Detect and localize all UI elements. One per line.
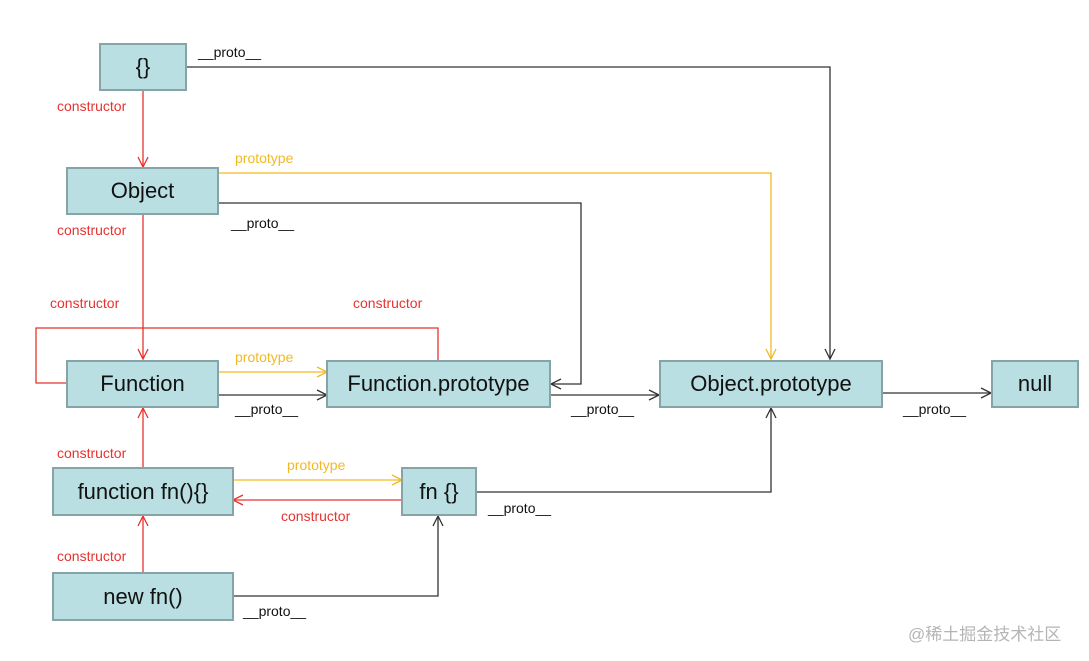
label-object-prototype: prototype (235, 150, 294, 166)
node-function-prototype: Function.prototype (326, 360, 551, 408)
node-fn-object: fn {} (401, 467, 477, 516)
label-fn-prototype: prototype (287, 457, 346, 473)
label-objproto-proto: __proto__ (903, 401, 967, 417)
edge-object-proto (219, 202, 582, 384)
edge-fnobj-proto (476, 408, 771, 493)
label-funcproto-constructor: constructor (353, 295, 423, 311)
label-function-proto: __proto__ (235, 401, 299, 417)
label-function-prototype: prototype (235, 349, 294, 365)
label-object-constructor: constructor (57, 222, 127, 238)
label-fnobj-constructor: constructor (281, 508, 351, 524)
node-object: Object (66, 167, 219, 215)
node-null: null (991, 360, 1079, 408)
label-emptyobj-proto: __proto__ (198, 44, 262, 60)
label-newfn-constructor: constructor (57, 548, 127, 564)
label-function-self-constructor: constructor (50, 295, 120, 311)
edge-newfn-proto (233, 516, 438, 597)
label-object-proto: __proto__ (231, 215, 295, 231)
label-fn-constructor: constructor (57, 445, 127, 461)
edge-funcproto-constructor (35, 327, 439, 384)
label-newfn-proto: __proto__ (243, 603, 307, 619)
label-funcproto-proto: __proto__ (571, 401, 635, 417)
watermark: @稀土掘金技术社区 (908, 625, 1062, 644)
label-fnobj-proto: __proto__ (488, 500, 552, 516)
node-new-fn: new fn() (52, 572, 234, 621)
node-object-prototype: Object.prototype (659, 360, 883, 408)
edge-emptyobj-proto (186, 66, 830, 359)
node-function-fn: function fn(){} (52, 467, 234, 516)
label-emptyobj-constructor: constructor (57, 98, 127, 114)
edge-object-prototype (219, 172, 771, 359)
node-function: Function (66, 360, 219, 408)
node-empty-object: {} (99, 43, 187, 91)
